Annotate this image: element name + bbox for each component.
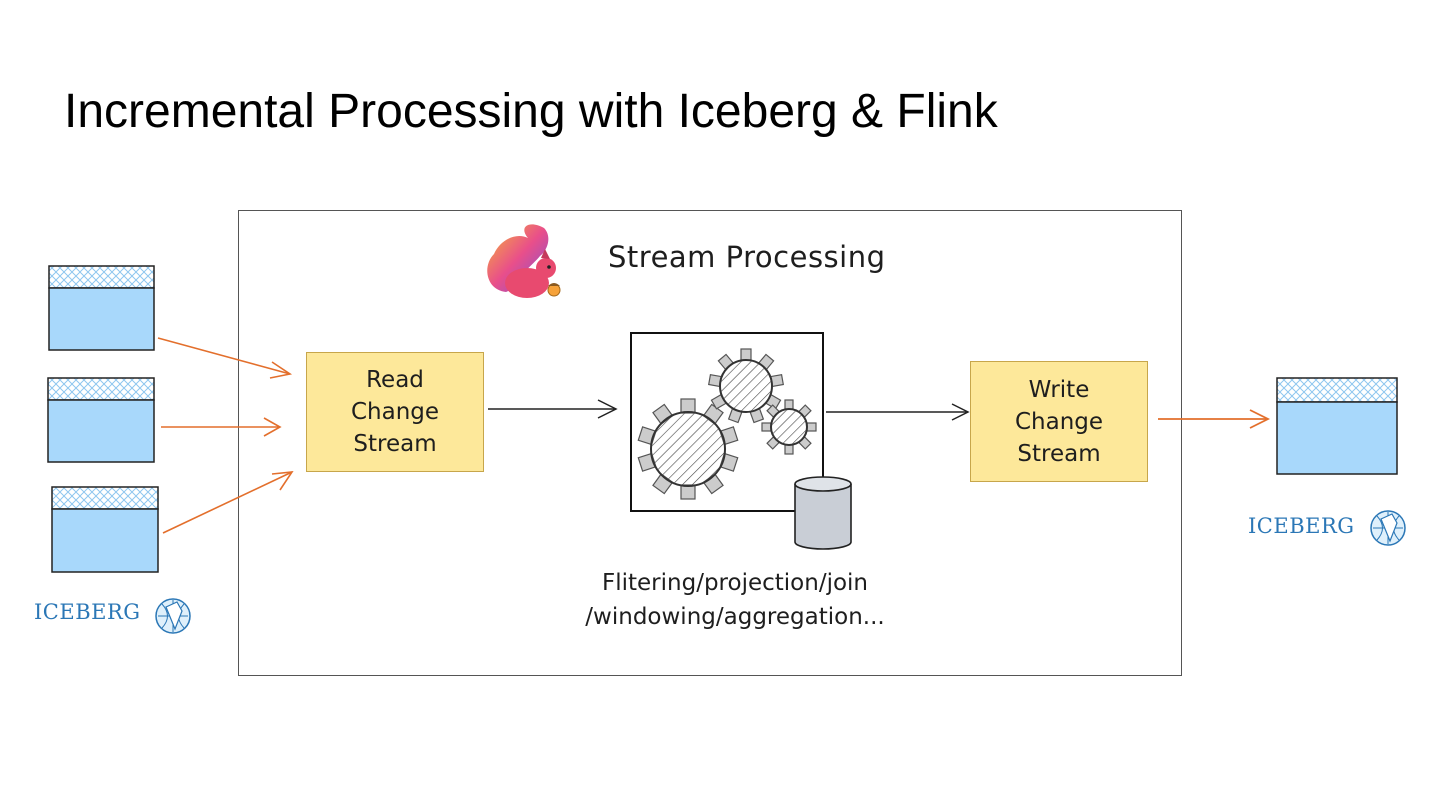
iceberg-globe-icon: [1370, 510, 1406, 546]
sink-iceberg-label: ICEBERG: [1248, 514, 1355, 538]
source-iceberg-label: ICEBERG: [34, 600, 141, 624]
write-line-1: Write: [1028, 376, 1090, 403]
stream-processing-frame: [238, 210, 1182, 676]
caption-line-2: /windowing/aggregation...: [585, 604, 885, 630]
sink-table: [1276, 377, 1398, 475]
read-change-stream-box: Read Change Stream: [306, 352, 484, 472]
write-line-2: Change: [1014, 408, 1104, 435]
page-title: Incremental Processing with Iceberg & Fl…: [64, 85, 998, 138]
source-arrows: [157, 337, 294, 534]
gears-icon: [630, 332, 824, 512]
squirrel-logo: [487, 224, 561, 298]
read-line-3: Stream: [353, 431, 437, 457]
write-change-stream-box: Write Change Stream: [970, 361, 1148, 482]
read-line-1: Read: [366, 367, 424, 393]
source-table-2: [47, 377, 155, 463]
sink-arrow: [1158, 409, 1271, 429]
operations-caption: Flitering/projection/join /windowing/agg…: [540, 566, 930, 634]
read-line-2: Change: [350, 399, 440, 425]
source-table-1: [48, 265, 155, 351]
internal-arrows: [488, 399, 970, 421]
database-icon: [794, 476, 852, 550]
write-line-3: Stream: [1017, 440, 1101, 467]
frame-title: Stream Processing: [608, 240, 886, 274]
iceberg-globe-icon: [155, 598, 191, 634]
source-table-3: [51, 486, 159, 573]
caption-line-1: Flitering/projection/join: [602, 570, 868, 596]
